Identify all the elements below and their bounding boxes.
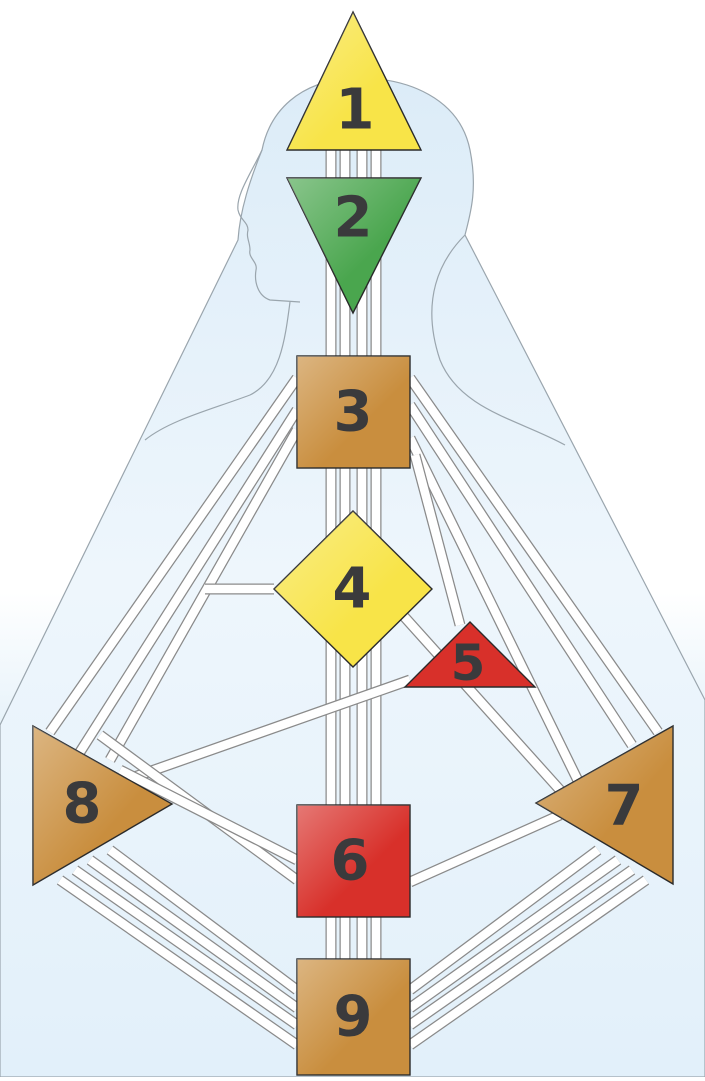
center-9-label: 9 <box>334 985 373 1050</box>
channel-line <box>406 402 636 748</box>
head-profile <box>237 149 301 303</box>
channel-line <box>406 436 589 797</box>
channel-line <box>118 675 412 787</box>
channel-line <box>406 375 662 735</box>
channel-line <box>76 407 301 755</box>
channel-line <box>408 811 562 886</box>
center-6-label: 6 <box>331 829 370 894</box>
center-3-label: 3 <box>334 380 373 445</box>
channel-line <box>118 766 299 864</box>
center-1[interactable]: 1 <box>285 10 423 151</box>
channel-line <box>407 876 649 1049</box>
channel-line <box>46 375 301 735</box>
channel-line <box>407 866 635 1029</box>
channel-line <box>410 453 465 627</box>
center-5[interactable]: 5 <box>403 621 537 692</box>
channel-line <box>407 856 621 1012</box>
center-3[interactable]: 3 <box>296 355 411 469</box>
channel-line <box>87 856 300 1012</box>
center-8-label: 8 <box>63 772 102 837</box>
channel-line <box>106 427 301 763</box>
center-8[interactable]: 8 <box>32 724 174 887</box>
channel-line <box>396 609 564 793</box>
channel-line <box>107 846 300 994</box>
center-7-label: 7 <box>605 774 644 839</box>
center-4-label: 4 <box>333 557 372 622</box>
center-9[interactable]: 9 <box>296 958 411 1076</box>
center-6[interactable]: 6 <box>296 804 411 918</box>
center-7[interactable]: 7 <box>534 724 674 886</box>
center-5-label: 5 <box>451 634 486 692</box>
channel-line <box>57 876 300 1049</box>
right-shoulder <box>431 234 566 446</box>
center-1-label: 1 <box>336 78 375 143</box>
channel-line <box>72 866 300 1029</box>
center-4[interactable]: 4 <box>273 510 433 668</box>
left-shoulder <box>144 301 291 441</box>
center-2[interactable]: 2 <box>285 177 423 315</box>
channel-line <box>407 846 601 994</box>
center-2-label: 2 <box>334 186 373 251</box>
